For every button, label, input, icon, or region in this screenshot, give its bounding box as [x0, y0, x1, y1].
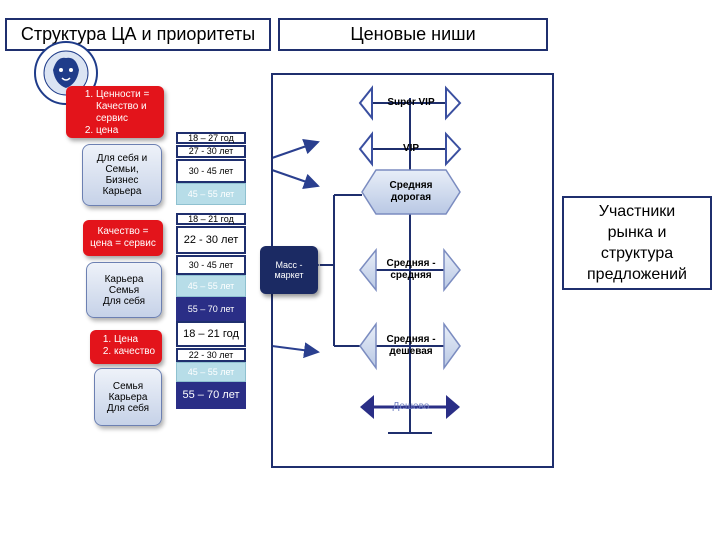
age-box: 55 – 70 лет [176, 297, 246, 321]
priority-1-item-1: Ценности = Качество и сервис [96, 89, 164, 125]
niche-label-mid-expensive: Средняя дорогая [389, 180, 433, 203]
age-box: 30 - 45 лет [176, 255, 246, 275]
niche-label-mid-mid: Средняя - средняя [386, 258, 436, 281]
niche-mid-expensive [361, 169, 461, 215]
age-box: 18 – 21 год [176, 213, 246, 225]
priority-1-item-2: цена [96, 125, 164, 137]
niche-super-vip [358, 85, 462, 121]
connector-arrow [271, 139, 320, 159]
niche-mid-cheap [359, 321, 461, 371]
left-header: Структура ЦА и приоритеты [5, 18, 271, 51]
audience-1-line: Карьера [102, 186, 142, 197]
niche-label-vip: VIP [402, 143, 420, 154]
priority-box-2: Качество = цена = сервис [83, 220, 163, 256]
age-box: 45 – 55 лет [176, 183, 246, 205]
age-box: 45 – 55 лет [176, 275, 246, 297]
right-header-title: Ценовые ниши [350, 24, 476, 44]
audience-box-3: Семья Карьера Для себя [94, 368, 162, 426]
niche-cheap [360, 395, 460, 419]
audience-box-1: Для себя и Семьи, Бизнес Карьера [82, 144, 162, 206]
audience-3-line: Карьера [108, 391, 148, 403]
priority-3-item-2: качество [114, 346, 162, 358]
age-box: 18 – 21 год [176, 321, 246, 347]
age-box: 22 - 30 лет [176, 348, 246, 362]
audience-1-line: Семьи, [105, 164, 139, 175]
audience-1-line: Для себя и [96, 153, 148, 164]
priority-3-item-1: Цена [114, 334, 162, 346]
audience-3-line: Для себя [106, 402, 150, 414]
niche-label-mid-cheap: Средняя - дешевая [386, 334, 436, 357]
connector-arrow [271, 342, 320, 359]
niche-vip [358, 131, 462, 167]
niche-label-super-vip: Super VIP [387, 97, 435, 108]
age-box: 30 - 45 лет [176, 159, 246, 183]
audience-1-line: Бизнес [105, 175, 139, 186]
priority-box-1: Ценности = Качество и сервис цена [66, 86, 164, 138]
audience-box-2: Карьера Семья Для себя [86, 262, 162, 318]
participants-text: Участники рынка и структура предложений [587, 203, 687, 283]
age-box: 27 - 30 лет [176, 145, 246, 158]
age-box: 22 - 30 лет [176, 226, 246, 254]
mass-market-box: Масс - маркет [260, 246, 318, 294]
left-header-title: Структура ЦА и приоритеты [20, 24, 256, 44]
connector-arrow [271, 169, 320, 189]
age-box: 45 – 55 лет [176, 362, 246, 382]
participants-box: Участники рынка и структура предложений [562, 196, 712, 290]
audience-2-line: Для себя [102, 295, 146, 307]
age-box: 18 – 27 год [176, 132, 246, 144]
niche-label-cheap: Дешево [392, 401, 430, 412]
right-header: Ценовые ниши [278, 18, 548, 51]
priority-2-text: Качество = цена = сервис [90, 226, 156, 249]
age-box: 55 – 70 лет [176, 382, 246, 409]
mass-market-label: Масс - маркет [274, 260, 304, 280]
audience-3-line: Семья [112, 380, 144, 392]
audience-2-line: Семья [108, 284, 140, 296]
niche-mid-mid [359, 247, 461, 293]
priority-box-3: Цена качество [90, 330, 162, 364]
audience-2-line: Карьера [104, 273, 144, 285]
